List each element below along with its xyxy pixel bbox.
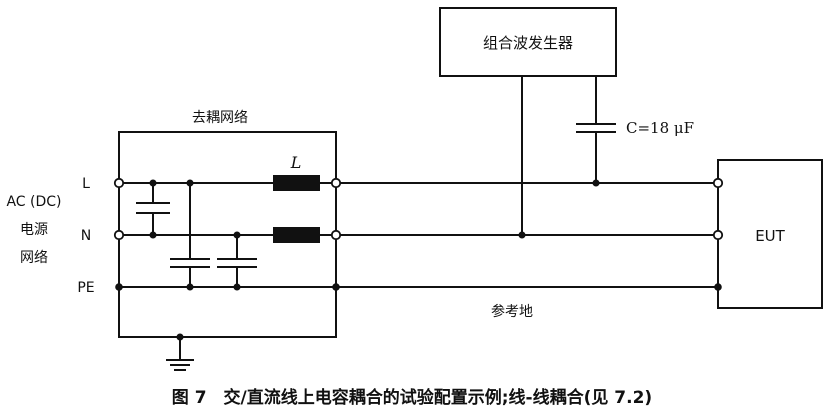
- power-network-line2: 电源: [20, 222, 48, 238]
- reference-ground-label: 参考地: [491, 303, 533, 320]
- generator-label: 组合波发生器: [483, 34, 573, 52]
- terminal-label-l: L: [82, 176, 90, 192]
- power-network-line3: 网络: [20, 250, 48, 266]
- junction-n-522: [518, 231, 526, 239]
- terminal-l-in: [113, 177, 125, 189]
- terminal-l-out: [330, 177, 342, 189]
- terminal-pe-in: [115, 283, 123, 291]
- eut-label: EUT: [755, 227, 785, 245]
- eut-terminal-n: [712, 229, 724, 241]
- terminal-label-n: N: [81, 228, 91, 244]
- junction-n-153: [149, 231, 157, 239]
- eut-terminal-l: [712, 177, 724, 189]
- terminal-n-out: [330, 229, 342, 241]
- junction-pe-237: [233, 283, 241, 291]
- ground-symbol: [166, 337, 194, 371]
- junction-ground: [176, 333, 184, 341]
- decoupling-network-label: 去耦网络: [192, 110, 248, 126]
- capacitor-n-pe: [217, 235, 257, 287]
- terminal-label-pe: PE: [77, 280, 94, 296]
- inductor-l: [273, 175, 320, 191]
- junction-l-190: [186, 179, 194, 187]
- inductor-label: L: [290, 153, 302, 172]
- junction-l-153: [149, 179, 157, 187]
- coupling-capacitor: [576, 76, 616, 183]
- generator-box: [439, 7, 617, 77]
- terminal-pe-out: [332, 283, 340, 291]
- capacitor-l-n: [136, 183, 170, 235]
- junction-pe-190: [186, 283, 194, 291]
- junction-l-596: [592, 179, 600, 187]
- figure-caption: 图 7 交/直流线上电容耦合的试验配置示例;线-线耦合(见 7.2): [172, 387, 652, 408]
- eut-terminal-pe: [714, 283, 722, 291]
- power-network-line1: AC (DC): [6, 194, 61, 210]
- terminal-n-in: [113, 229, 125, 241]
- eut-box: [717, 159, 823, 309]
- junction-n-237: [233, 231, 241, 239]
- inductor-n: [273, 227, 320, 243]
- coupling-capacitor-label: C=18 μF: [626, 119, 694, 137]
